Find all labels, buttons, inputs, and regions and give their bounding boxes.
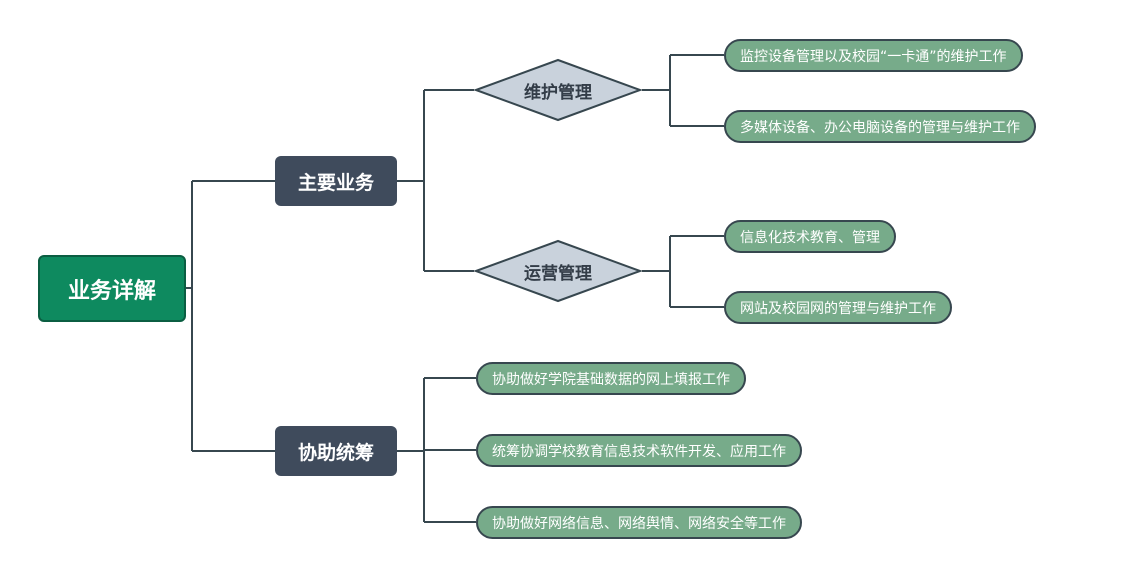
subcategory-operations-label: 运营管理 [524,263,592,284]
leaf-multimedia-office[interactable]: 多媒体设备、办公电脑设备的管理与维护工作 [724,110,1036,143]
leaf-monitoring-card[interactable]: 监控设备管理以及校园“一卡通”的维护工作 [724,39,1023,72]
diamond-shape [474,58,642,122]
subcategory-maintenance-label: 维护管理 [524,82,592,103]
connector-operations [642,235,724,308]
branch-coordination[interactable]: 协助统筹 [275,426,397,476]
root-node[interactable]: 业务详解 [38,255,186,322]
leaf-it-education[interactable]: 信息化技术教育、管理 [724,220,896,253]
connector-branch-coordinate [396,377,476,523]
leaf-software-development[interactable]: 统筹协调学校教育信息技术软件开发、应用工作 [476,434,802,467]
connector-branch-main [396,89,474,272]
subcategory-operations[interactable]: 运营管理 [474,239,642,303]
leaf-data-reporting[interactable]: 协助做好学院基础数据的网上填报工作 [476,362,746,395]
diamond-shape [474,239,642,303]
leaf-website-network[interactable]: 网站及校园网的管理与维护工作 [724,291,952,324]
leaf-network-security[interactable]: 协助做好网络信息、网络舆情、网络安全等工作 [476,506,802,539]
connector-maintenance [642,54,724,127]
subcategory-maintenance[interactable]: 维护管理 [474,58,642,122]
connector-root [186,180,275,452]
branch-main-business[interactable]: 主要业务 [275,156,397,206]
